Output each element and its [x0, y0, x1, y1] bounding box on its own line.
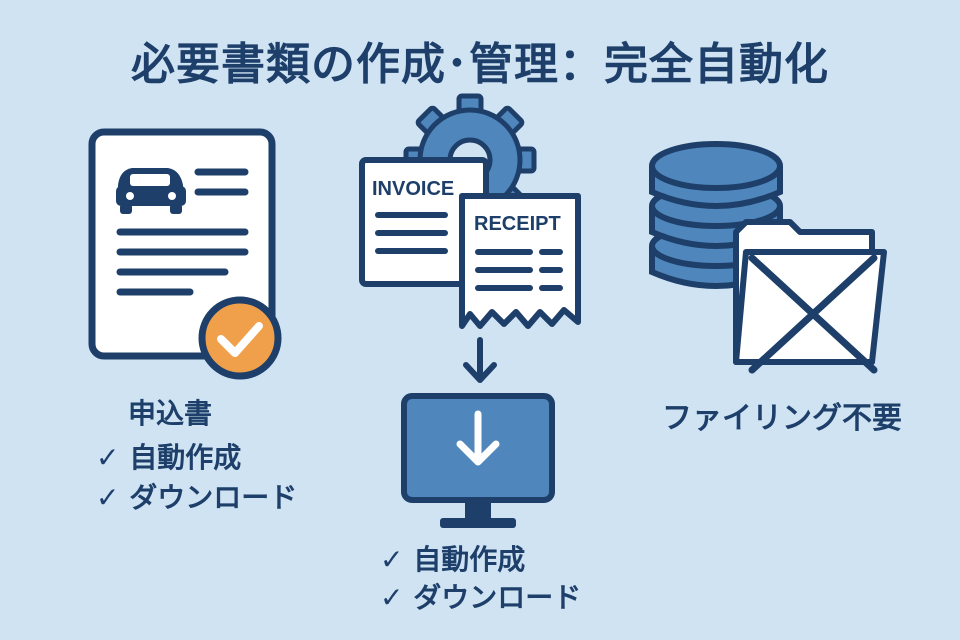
- arrow-down-icon: [463, 337, 497, 383]
- no-filing-label: ファイリング不要: [662, 401, 902, 436]
- receipt-icon: RECEIPT: [459, 193, 581, 329]
- check-badge-icon: [198, 296, 282, 380]
- cross-icon: [748, 254, 878, 374]
- invoice-check-download: ✓ ダウンロード: [380, 581, 582, 614]
- monitor-download-icon: [401, 393, 555, 528]
- application-form-label: 申込書: [128, 397, 213, 430]
- application-check-auto-create: ✓ 自動作成: [96, 441, 242, 474]
- invoice-check-auto-create: ✓ 自動作成: [380, 543, 526, 576]
- car-icon: [116, 168, 186, 214]
- page-title: 必要書類の作成･管理：完全自動化: [131, 39, 829, 90]
- folder-icon: [733, 219, 887, 365]
- receipt-label: RECEIPT: [474, 213, 561, 235]
- invoice-label: INVOICE: [372, 178, 454, 200]
- application-check-download: ✓ ダウンロード: [96, 481, 298, 514]
